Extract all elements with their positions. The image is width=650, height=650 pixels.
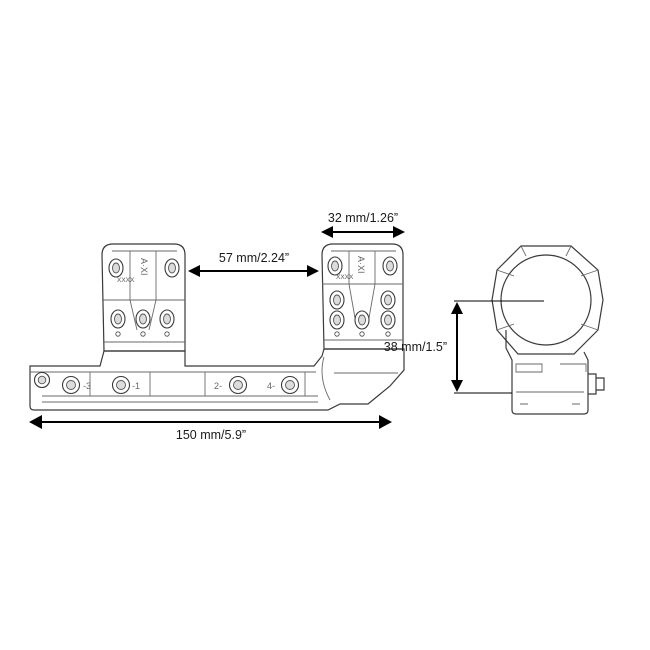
dimension-label-overall-length: 150 mm/5.9” [176, 428, 246, 442]
ring-1-serial: XXXX [117, 277, 135, 284]
ring-2: A·XI XXXX [321, 243, 404, 350]
ring-1: A·XI XXXX [101, 243, 186, 352]
dimension-overall-length: 150 mm/5.9” [29, 415, 392, 442]
base-marking-plus-2: 2- [214, 381, 222, 391]
base-marking-plus-4: 4- [267, 381, 275, 391]
ring-2-cap-marking: A·XI [356, 256, 366, 274]
dimension-ring-spacing: 57 mm/2.24” [188, 251, 319, 277]
dimension-ring-width: 32 mm/1.26” [321, 211, 405, 238]
base-marking-minus-1: -1 [132, 381, 140, 391]
mount-end-view [491, 245, 605, 415]
dimension-label-ring-spacing: 57 mm/2.24” [219, 251, 289, 265]
ring-2-serial: XXXX [336, 274, 354, 281]
dimension-label-center-height: 38 mm/1.5” [384, 340, 447, 354]
dimension-label-ring-width: 32 mm/1.26” [328, 211, 398, 225]
mount-base: -3 -1 2- 4- [29, 348, 405, 411]
dimension-center-height: 38 mm/1.5” [384, 300, 544, 394]
base-marking-minus-3: -3 [83, 381, 91, 391]
ring-1-cap-marking: A·XI [139, 258, 149, 276]
